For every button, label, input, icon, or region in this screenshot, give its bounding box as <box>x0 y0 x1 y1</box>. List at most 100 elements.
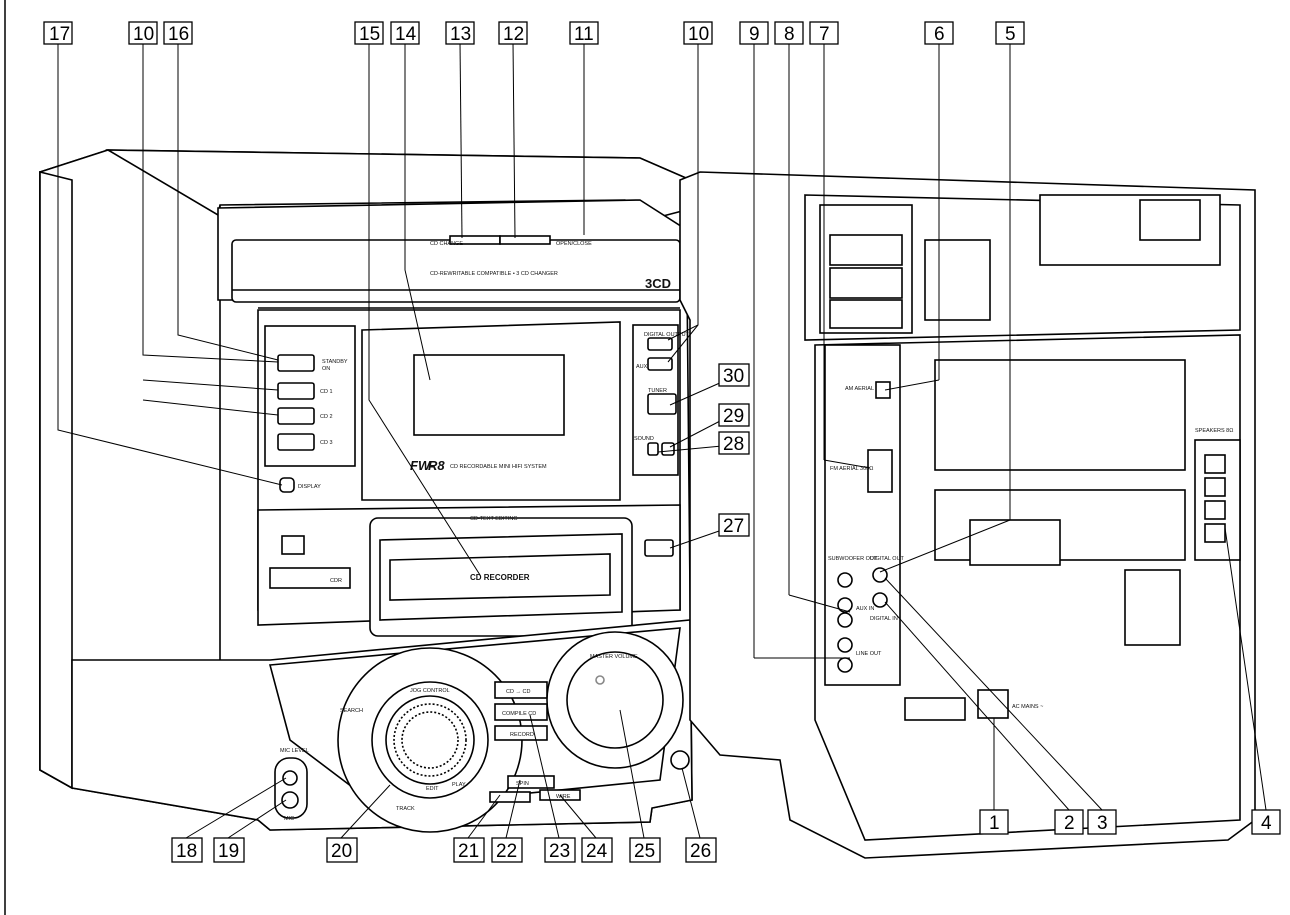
line-out-jack-r[interactable] <box>837 657 853 673</box>
cd1-label: CD 1 <box>320 389 333 395</box>
callout-20: 20 <box>326 837 358 863</box>
callout-5: 5 <box>995 21 1025 45</box>
fm-aerial-label: FM AERIAL 300Ω <box>830 466 873 472</box>
speaker-terminal-2[interactable] <box>1204 477 1226 497</box>
callout-14: 14 <box>390 21 420 45</box>
aux-in-label: AUX IN <box>856 606 874 612</box>
svg-text:15: 15 <box>359 24 380 45</box>
callout-24: 24 <box>581 837 613 863</box>
svg-text:18: 18 <box>176 841 197 862</box>
aux-button[interactable] <box>647 357 673 371</box>
mic-socket[interactable] <box>281 791 299 809</box>
mic-level-knob[interactable] <box>282 770 298 786</box>
callout-22: 22 <box>491 837 523 863</box>
tuner-button[interactable] <box>647 393 677 415</box>
digital-out-jack[interactable] <box>872 567 888 583</box>
cdr-button[interactable] <box>269 567 351 589</box>
digital-out-label: DIGITAL OUT <box>870 556 905 562</box>
svg-text:25: 25 <box>634 841 655 862</box>
callout-29: 29 <box>718 403 750 427</box>
svg-text:20: 20 <box>331 841 352 862</box>
model-name: R8 <box>428 458 445 473</box>
am-aerial-socket[interactable] <box>875 381 891 399</box>
vent-side <box>1124 569 1181 646</box>
svg-text:23: 23 <box>549 841 570 862</box>
cd3-label: CD 3 <box>320 440 333 446</box>
dim-button[interactable] <box>661 442 675 456</box>
svg-text:9: 9 <box>749 24 760 45</box>
callout-10-right: 10 <box>683 21 713 45</box>
digital-output-label: DIGITAL OUTPUT <box>644 332 690 338</box>
spin-button[interactable] <box>507 775 555 789</box>
master-volume-knob[interactable] <box>566 651 664 749</box>
jog-control-wheel[interactable] <box>385 695 475 785</box>
sound-button[interactable] <box>647 442 659 456</box>
svg-text:24: 24 <box>586 841 608 862</box>
speaker-terminal-4[interactable] <box>1204 523 1226 543</box>
record-button[interactable] <box>494 725 548 741</box>
mic-label: MIC <box>284 816 294 822</box>
svg-text:16: 16 <box>168 24 189 45</box>
callout-16: 16 <box>163 21 193 45</box>
wire-label: WIRE <box>556 794 571 800</box>
svg-text:22: 22 <box>496 841 517 862</box>
aux-in-jack-l[interactable] <box>837 597 853 613</box>
model-prefix: FW- <box>410 458 434 473</box>
vent-upper <box>934 359 1186 471</box>
callout-3: 3 <box>1087 809 1117 835</box>
svg-text:12: 12 <box>503 24 524 45</box>
callout-17: 17 <box>43 21 73 45</box>
callout-23: 23 <box>544 837 576 863</box>
digital-in-jack[interactable] <box>872 592 888 608</box>
play-label: PLAY <box>452 782 466 788</box>
display-button[interactable] <box>279 477 295 493</box>
standby-label: STANDBY <box>322 359 348 365</box>
digital-in-label: DIGITAL IN <box>870 616 898 622</box>
callouts: 17 10 16 15 14 13 12 11 10 9 8 7 6 5 30 … <box>43 21 1281 863</box>
speaker-terminal-3[interactable] <box>1204 500 1226 520</box>
svg-text:5: 5 <box>1005 24 1016 45</box>
leader-lines <box>57 41 1267 839</box>
callout-10-left: 10 <box>128 21 158 45</box>
edit-label: EDIT <box>426 786 439 792</box>
cd1-button[interactable] <box>277 382 315 400</box>
svg-text:7: 7 <box>819 24 830 45</box>
subwoofer-out-jack[interactable] <box>837 572 853 588</box>
speaker-terminal-1[interactable] <box>1204 454 1226 474</box>
subwoofer-out-label: SUBWOOFER OUT <box>828 556 878 562</box>
fm-aerial-socket[interactable] <box>867 449 893 493</box>
callout-2: 2 <box>1054 809 1084 835</box>
svg-text:30: 30 <box>723 366 744 387</box>
changer-text: CD-REWRITABLE COMPATIBLE • 3 CD CHANGER <box>430 271 558 277</box>
master-volume-label: MASTER VOLUME <box>590 654 638 660</box>
button-21[interactable] <box>489 791 531 803</box>
callout-15: 15 <box>354 21 384 45</box>
display-label: DISPLAY <box>298 484 321 490</box>
svg-text:10: 10 <box>688 24 709 45</box>
aux-in-jack-r[interactable] <box>837 612 853 628</box>
callout-4: 4 <box>1251 809 1281 835</box>
line-out-jack-l[interactable] <box>837 637 853 653</box>
open-close-button[interactable] <box>499 235 551 245</box>
standby-on-button[interactable] <box>277 354 315 372</box>
cd3-button[interactable] <box>277 433 315 451</box>
callout-25: 25 <box>629 837 661 863</box>
compile-cd-button[interactable] <box>494 703 548 721</box>
cd2-label: CD 2 <box>320 414 333 420</box>
model-text: CD RECORDABLE MINI HIFI SYSTEM <box>450 464 547 470</box>
headphone-socket[interactable] <box>670 750 690 770</box>
spin-label: SPIN <box>516 781 529 787</box>
svg-text:26: 26 <box>690 841 711 862</box>
callout-6: 6 <box>924 21 954 45</box>
svg-text:3: 3 <box>1097 813 1108 834</box>
open-close-recorder-button[interactable] <box>644 539 674 557</box>
svg-text:10: 10 <box>133 24 154 45</box>
digital-output-button[interactable] <box>647 337 673 351</box>
cd-recorder-tray[interactable] <box>389 553 611 601</box>
front-unit <box>39 149 693 833</box>
callout-27: 27 <box>718 513 750 537</box>
cd2-button[interactable] <box>277 407 315 425</box>
callout-1: 1 <box>979 809 1009 835</box>
cdr-logo <box>281 535 305 555</box>
svg-text:13: 13 <box>450 24 471 45</box>
